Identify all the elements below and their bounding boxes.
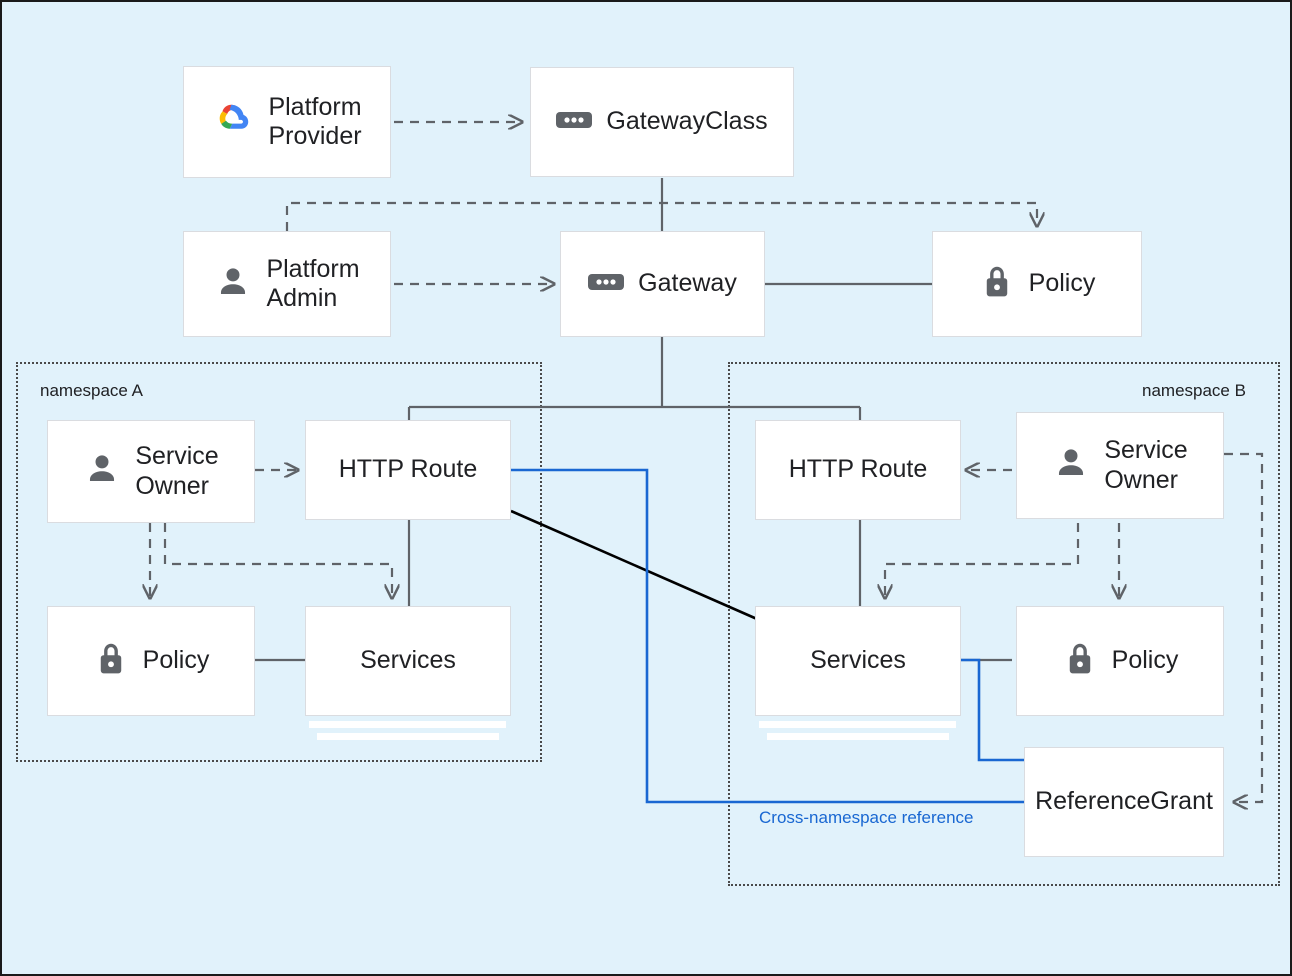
node-label: Policy — [142, 646, 210, 675]
node-gateway-class[interactable]: GatewayClass — [530, 67, 794, 177]
node-reference-grant[interactable]: ReferenceGrant — [1024, 747, 1224, 857]
node-label: Policy — [1028, 269, 1096, 298]
services-b-stack-line-2 — [767, 733, 949, 740]
person-icon — [1052, 444, 1090, 487]
lock-icon — [1062, 640, 1098, 683]
namespace-b-label: namespace B — [1142, 381, 1246, 400]
node-label: Services — [810, 646, 906, 675]
node-service-owner-b[interactable]: Service Owner — [1016, 412, 1224, 519]
node-platform-admin[interactable]: Platform Admin — [183, 231, 391, 337]
node-http-route-a[interactable]: HTTP Route — [305, 420, 511, 520]
services-b-stack-line-1 — [759, 721, 956, 728]
gateway-chip-icon — [588, 271, 625, 298]
node-gateway[interactable]: Gateway — [560, 231, 765, 337]
node-policy-a[interactable]: Policy — [47, 606, 255, 716]
node-label: Policy — [1111, 646, 1179, 675]
person-icon — [83, 450, 121, 493]
node-label: GatewayClass — [606, 107, 768, 136]
node-label: Service Owner — [135, 442, 219, 500]
node-label: HTTP Route — [788, 455, 928, 484]
person-icon — [214, 263, 252, 306]
node-label: Platform Provider — [268, 92, 362, 151]
node-label: Platform Admin — [266, 254, 360, 313]
node-services-a[interactable]: Services — [305, 606, 511, 716]
node-policy-top[interactable]: Policy — [932, 231, 1142, 337]
cross-namespace-reference-label: Cross-namespace reference — [759, 808, 974, 827]
node-label: Gateway — [638, 269, 737, 298]
node-policy-b[interactable]: Policy — [1016, 606, 1224, 716]
lock-icon — [979, 263, 1015, 306]
services-a-stack-line-1 — [309, 721, 506, 728]
node-http-route-b[interactable]: HTTP Route — [755, 420, 961, 520]
node-label: Services — [360, 646, 456, 675]
edge-httproute-a-to-services-b — [510, 509, 758, 621]
google-cloud-icon — [212, 99, 254, 146]
services-a-stack-line-2 — [317, 733, 499, 740]
lock-icon — [93, 640, 129, 683]
node-label: Service Owner — [1104, 436, 1188, 494]
node-services-b[interactable]: Services — [755, 606, 961, 716]
node-label: HTTP Route — [338, 455, 478, 484]
node-service-owner-a[interactable]: Service Owner — [47, 420, 255, 523]
node-platform-provider[interactable]: Platform Provider — [183, 66, 391, 178]
node-label: ReferenceGrant — [1035, 787, 1213, 816]
gateway-chip-icon — [556, 109, 593, 136]
namespace-a-label: namespace A — [40, 381, 144, 400]
